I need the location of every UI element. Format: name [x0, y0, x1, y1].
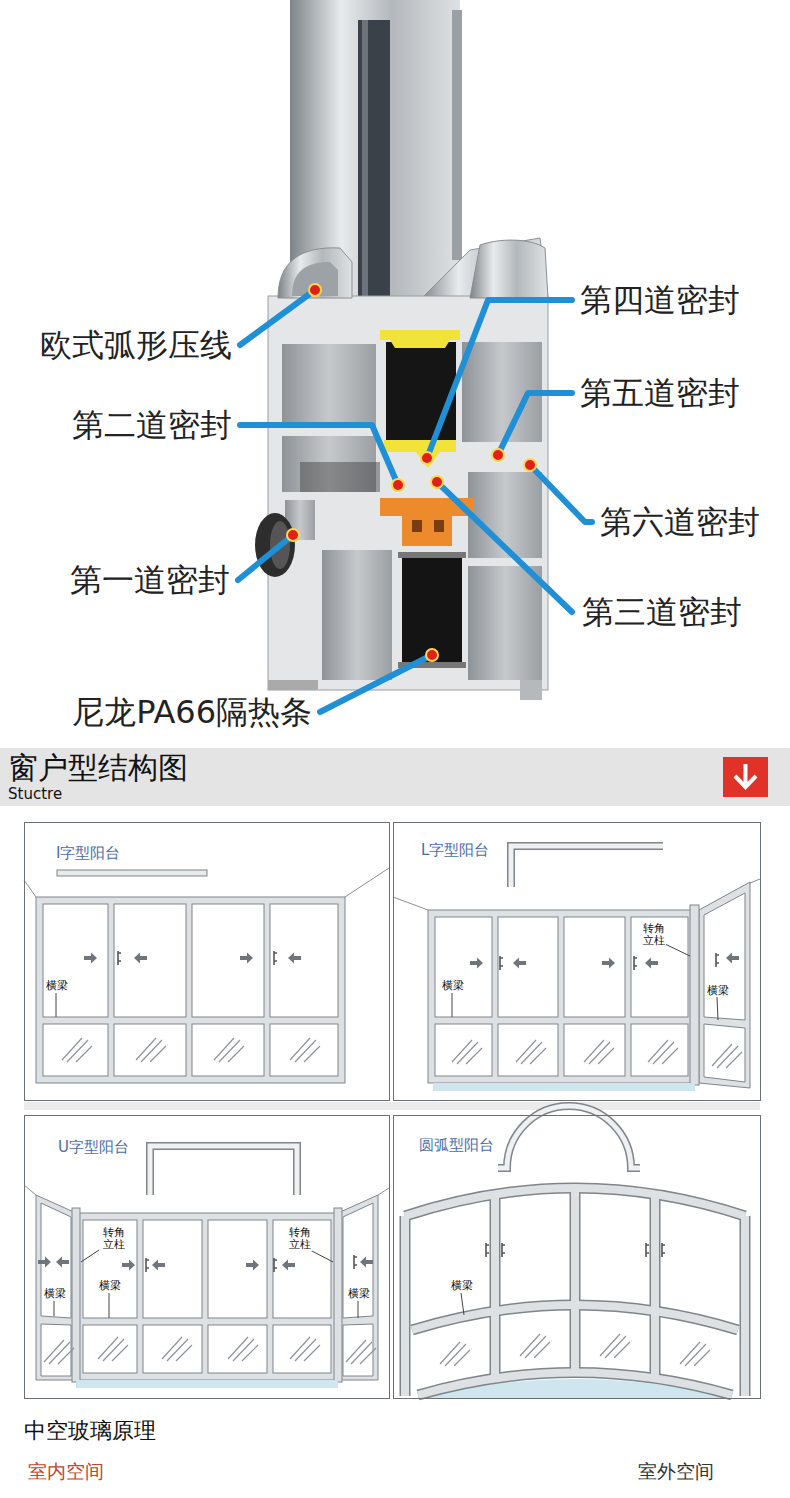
leader-lines	[238, 290, 592, 712]
callout-label: 第一道密封	[70, 561, 230, 599]
arc-balcony-drawing	[405, 1106, 745, 1398]
space-label: 室外空间	[638, 1460, 714, 1483]
section-heading: 中空玻璃原理	[24, 1418, 156, 1444]
part-label: 横梁	[347, 1287, 371, 1300]
panel-title: U字型阳台	[58, 1138, 129, 1156]
part-label: 横梁	[43, 1287, 67, 1300]
l-balcony-drawing	[393, 846, 760, 1091]
balcony-panel: I字型阳台横梁	[24, 822, 390, 1101]
balcony-panel: L字型阳台转角 立柱横梁 横梁	[393, 822, 761, 1101]
panel-title: 圆弧型阳台	[419, 1136, 494, 1154]
callout-label: 第四道密封	[580, 281, 740, 319]
callout-label: 第三道密封	[582, 593, 742, 631]
callout-label: 尼龙PA66隔热条	[72, 693, 312, 731]
part-label: 转角 立柱	[101, 1227, 126, 1251]
u-balcony-drawing	[24, 1146, 389, 1388]
part-label: 转角 立柱	[287, 1227, 312, 1251]
i-balcony-drawing	[24, 868, 389, 1083]
space-label: 室内空间	[28, 1460, 104, 1483]
band-ground	[0, 748, 790, 806]
profile-section	[255, 0, 548, 700]
balcony-panel: U字型阳台转角 立柱转角 立柱横梁横梁横梁	[24, 1115, 390, 1399]
section-title: 窗户型结构图	[8, 750, 188, 786]
divider-strip	[24, 1102, 760, 1110]
callout-label: 第二道密封	[72, 406, 232, 444]
section-band: 窗户型结构图Stuctre	[0, 748, 790, 807]
part-label: 转角 立柱	[641, 923, 666, 947]
part-label: 横梁	[45, 979, 69, 992]
callout-label: 第五道密封	[580, 374, 740, 412]
part-label: 横梁	[450, 1279, 474, 1292]
section-subtitle: Stuctre	[8, 785, 62, 803]
part-label: 横梁	[706, 984, 730, 997]
callout-label: 第六道密封	[600, 503, 760, 541]
seal-dots	[287, 284, 536, 661]
part-label: 横梁	[441, 979, 465, 992]
part-label: 横梁	[98, 1279, 122, 1292]
callout-label: 欧式弧形压线	[40, 326, 232, 364]
panel-title: L字型阳台	[421, 841, 489, 859]
panel-title: I字型阳台	[56, 844, 120, 862]
balcony-panel: 圆弧型阳台横梁	[393, 1115, 761, 1399]
